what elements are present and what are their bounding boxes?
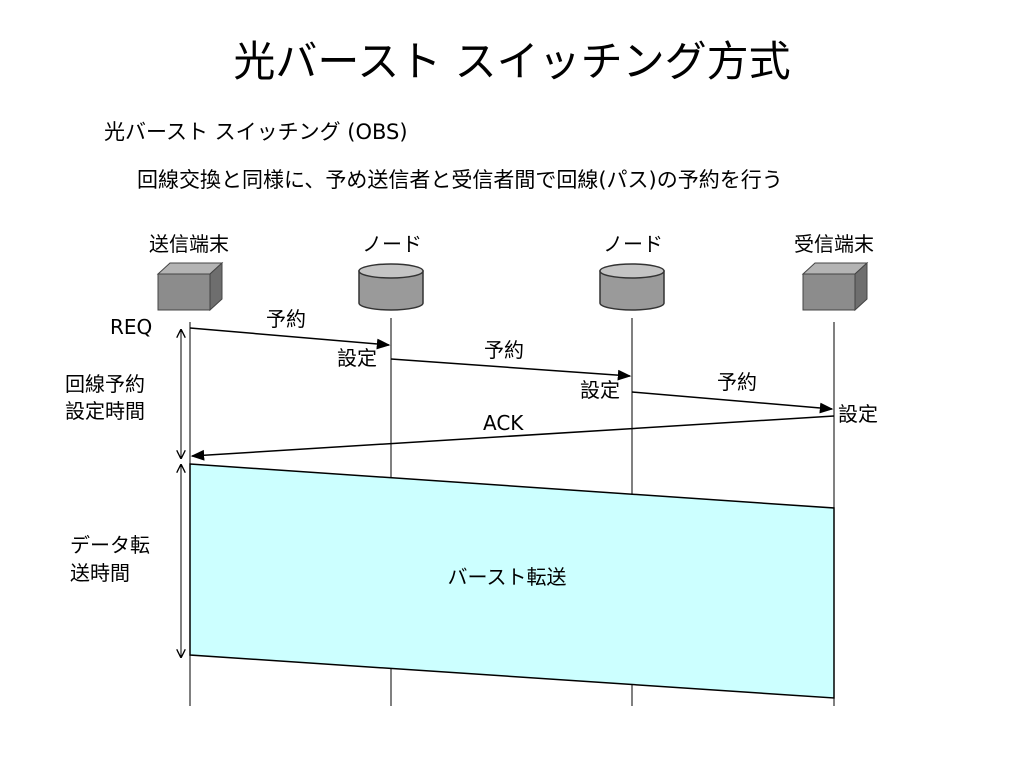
node1-label: ノード [362, 232, 422, 256]
node1-cylinder-icon [358, 263, 424, 311]
setup-label-1: 設定 [337, 346, 377, 370]
node2-label: ノード [603, 232, 663, 256]
receiver-terminal-icon [801, 261, 869, 312]
node2-cylinder-icon [599, 263, 665, 311]
reserve-label-3: 予約 [717, 370, 757, 394]
slide-subtitle: 光バースト スイッチング (OBS) [104, 120, 408, 144]
sender-terminal-icon [156, 261, 224, 312]
reserve-arrow-2 [390, 358, 632, 381]
reserve-label-2: 予約 [484, 338, 524, 362]
reserve-arrow-1 [189, 327, 391, 350]
receiver-label: 受信端末 [794, 232, 874, 256]
burst-transfer-area [189, 463, 835, 699]
reservation-time-label-line2: 設定時間 [65, 399, 145, 423]
sender-label: 送信端末 [149, 232, 229, 256]
setup-label-3: 設定 [838, 402, 878, 426]
reserve-label-1: 予約 [266, 307, 306, 331]
reserve-arrow-3 [631, 391, 834, 414]
slide-description: 回線交換と同様に、予め送信者と受信者間で回線(パス)の予約を行う [137, 168, 783, 192]
slide-title: 光バースト スイッチング方式 [233, 37, 791, 86]
transfer-time-label-line1: データ転 [70, 533, 150, 557]
reservation-time-label-line1: 回線予約 [65, 372, 145, 396]
req-label: REQ [110, 315, 152, 339]
setup-label-2: 設定 [580, 378, 620, 402]
ack-label: ACK [483, 411, 524, 435]
burst-transfer-label: バースト転送 [448, 565, 567, 589]
ack-arrow [190, 415, 835, 461]
transfer-time-label-line2: 送時間 [70, 561, 130, 585]
